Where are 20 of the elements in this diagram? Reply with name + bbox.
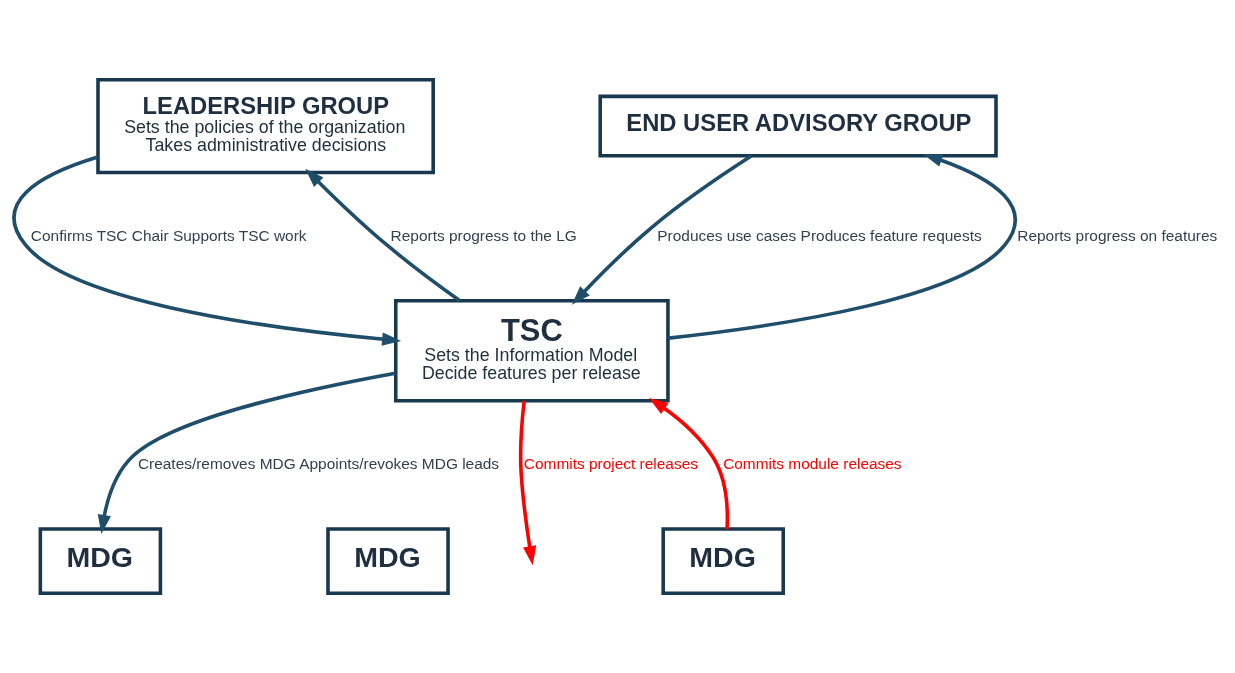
- arrow: [668, 153, 1017, 340]
- edge-label: Creates/removes MDG Appoints/revokes MDG leads: [137, 454, 500, 472]
- edge-label: Commits module releases: [723, 454, 902, 472]
- arrow: [648, 397, 730, 530]
- edge-label: Reports progress on features: [1017, 226, 1218, 244]
- node-box: TSC Sets the Information Model Decide features per release: [393, 299, 670, 403]
- arrow: [12, 155, 402, 346]
- node-box: MDG: [38, 527, 163, 596]
- arrow: [97, 371, 396, 534]
- node-box: END USER ADVISORY GROUP: [598, 94, 998, 158]
- arrow: [518, 400, 537, 566]
- arrow: [305, 168, 461, 303]
- edge-label: Produces use cases Produces feature requests: [657, 226, 982, 244]
- node-box: LEADERSHIP GROUP Sets the policies of the organization Takes administrative decisions: [96, 77, 435, 175]
- node-box: MDG: [326, 527, 450, 596]
- edge-label: Commits project releases: [523, 454, 698, 472]
- arrow: [571, 154, 753, 305]
- node-box: MDG: [661, 527, 786, 596]
- edge-label: Reports progress to the LG: [390, 226, 577, 244]
- edge-label: Confirms TSC Chair Supports TSC work: [30, 226, 307, 244]
